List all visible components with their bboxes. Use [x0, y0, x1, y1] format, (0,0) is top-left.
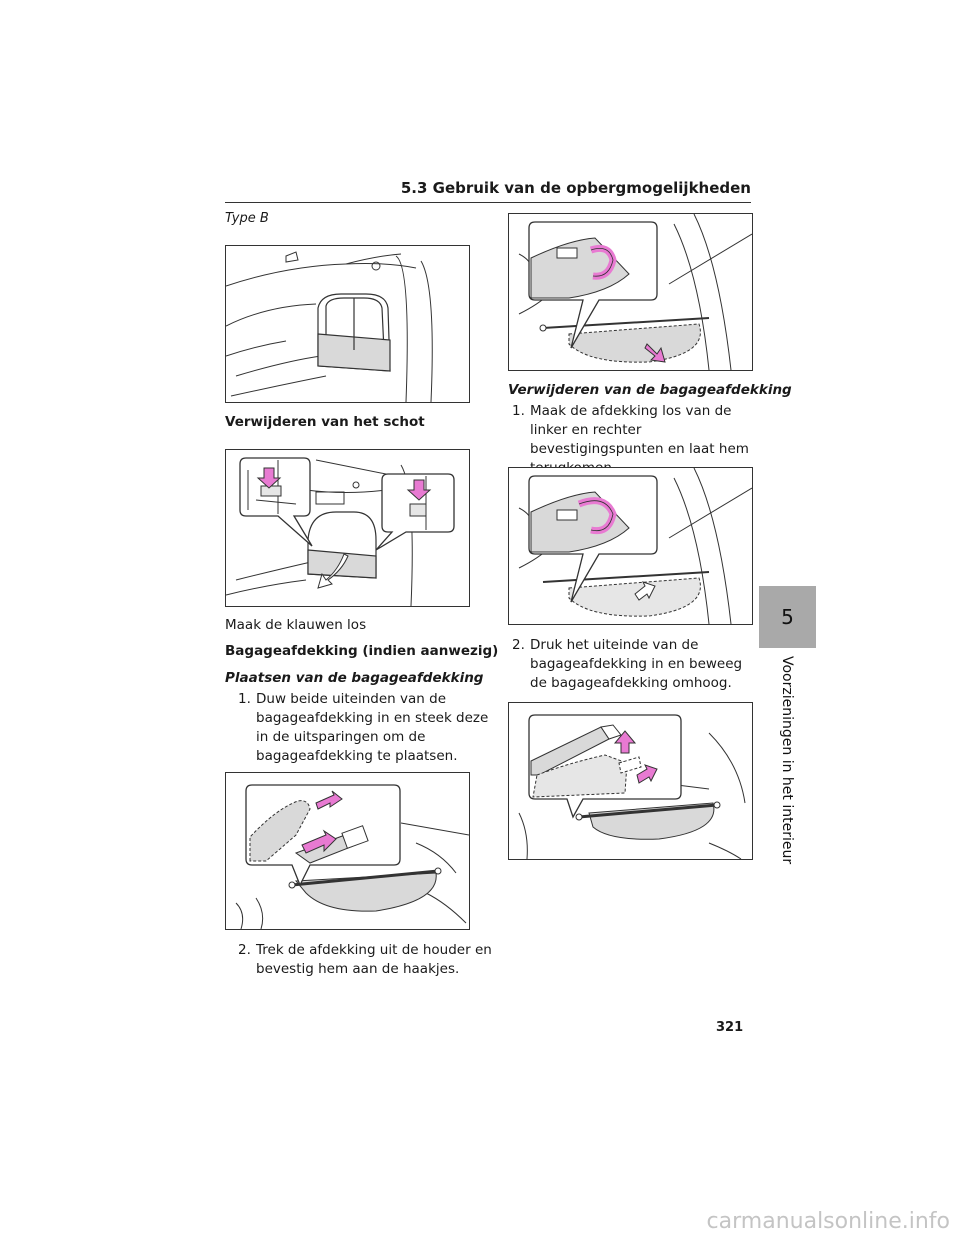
figure-release-points [508, 467, 753, 625]
section-title: 5.3 Gebruik van de opbergmogelijkheden [400, 179, 751, 197]
figure-release-claws [225, 449, 470, 607]
figure-partition [225, 245, 470, 403]
heading-luggage-cover: Bagageafdekking (indien aanwezig) [225, 643, 499, 659]
figure-detach-cover [508, 213, 753, 371]
step-number: 1. [512, 403, 525, 419]
illustration-detach-cover [518, 214, 752, 370]
step-remove-2: 2. Druk het uiteinde van de bagageafdekk… [512, 636, 762, 696]
step-number: 2. [512, 637, 525, 653]
step-text: Maak de afdekking los van de linker en r… [530, 403, 749, 476]
step-text: Trek de afdekking uit de houder en beves… [256, 942, 492, 977]
page-number: 321 [716, 1020, 744, 1035]
illustration-release-claws [226, 457, 455, 606]
section-header: 5.3 Gebruik van de opbergmogelijkheden [225, 178, 751, 203]
heading-remove-partition: Verwijderen van het schot [225, 414, 425, 430]
chapter-tab: 5 [759, 586, 816, 648]
illustration-lift-cover [518, 714, 746, 859]
step-number: 2. [238, 942, 251, 958]
watermark: carmanualsonline.info [706, 1209, 950, 1234]
figure-insert-cover [225, 772, 470, 930]
subheading-remove-cover: Verwijderen van de bagageafdekking [508, 382, 792, 398]
figure-lift-cover [508, 702, 753, 860]
caption-release-claws: Maak de klauwen los [225, 617, 367, 633]
step-install-2: 2. Trek de afdekking uit de houder en be… [238, 941, 500, 986]
step-number: 1. [238, 691, 251, 707]
step-install-1: 1. Duw beide uiteinden van de bagageafde… [238, 690, 500, 770]
chapter-title-vertical: Voorzieningen in het interieur [778, 656, 800, 864]
type-label: Type B [225, 211, 269, 226]
step-text: Duw beide uiteinden van de bagageafdekki… [256, 691, 489, 764]
illustration-release-points [518, 468, 752, 624]
chapter-title: Voorzieningen in het interieur [779, 656, 795, 865]
subheading-install-cover: Plaatsen van de bagageafdekking [225, 670, 484, 686]
step-text: Druk het uiteinde van de bagageafdekking… [530, 637, 743, 691]
illustration-partition [226, 251, 433, 402]
step-remove-1: 1. Maak de afdekking los van de linker e… [512, 402, 762, 476]
chapter-number: 5 [781, 605, 794, 629]
illustration-insert-cover [235, 784, 469, 929]
